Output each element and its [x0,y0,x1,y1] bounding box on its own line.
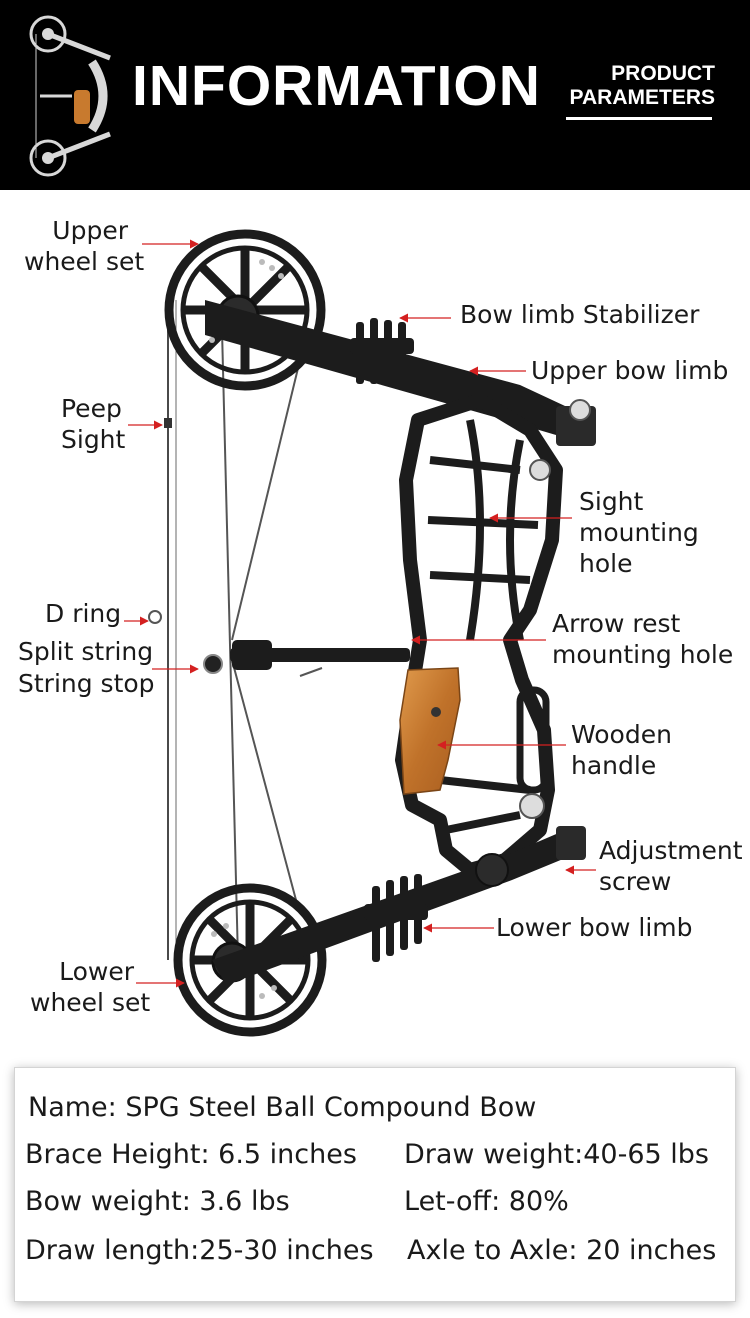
callout-text: Lower [59,957,134,986]
subtitle-underline [566,117,712,120]
spec-bow-weight: Bow weight: 3.6 lbs [25,1186,290,1217]
callout-text: Arrow rest [552,609,681,638]
callout-text: hole [579,549,633,578]
callout-text: wheel set [30,988,151,1017]
spec-draw-weight: Draw weight:40-65 lbs [404,1139,709,1170]
callout-text: Sight [61,425,126,454]
page-title: INFORMATION [132,54,541,118]
spec-draw-length: Draw length:25-30 inches [25,1235,374,1266]
spec-name: Name: SPG Steel Ball Compound Bow [28,1092,537,1123]
callout-text: mounting [579,518,699,547]
header-banner: INFORMATION PRODUCT PARAMETERS [0,0,750,190]
callout-arrow-rest-mounting-hole: Arrow rest mounting hole [552,608,733,670]
subtitle-line-2: PARAMETERS [569,86,715,109]
callout-text: Peep [61,394,122,423]
callout-text: wheel set [24,247,145,276]
callout-text: screw [599,867,672,896]
callout-text: Wooden [571,720,672,749]
compound-bow-illustration [124,229,596,1037]
callout-upper-wheel-set: Upper wheel set [24,215,145,277]
callout-peep-sight: Peep Sight [61,393,125,455]
callout-lower-wheel-set: Lower wheel set [30,956,151,1018]
callout-split-string: Split string [18,637,154,666]
callout-text: handle [571,751,657,780]
callout-text: mounting hole [552,640,734,669]
callout-text: Sight [579,487,644,516]
callout-bow-limb-stabilizer: Bow limb Stabilizer [460,300,700,329]
callout-sight-mounting-hole: Sight mounting hole [579,486,699,579]
callout-wooden-handle: Wooden handle [571,719,672,781]
spec-axle-to-axle: Axle to Axle: 20 inches [407,1235,717,1266]
callout-text: Adjustment [599,836,743,865]
callout-d-ring: D ring [45,599,122,628]
subtitle-line-1: PRODUCT [611,62,715,85]
callout-lower-bow-limb: Lower bow limb [496,913,693,942]
bow-thumbnail-icon [29,15,111,177]
callout-string-stop: String stop [18,669,155,698]
spec-brace-height: Brace Height: 6.5 inches [25,1139,357,1170]
spec-let-off: Let-off: 80% [404,1186,569,1217]
callout-adjustment-screw: Adjustment screw [599,835,743,897]
specs-panel: Name: SPG Steel Ball Compound Bow Brace … [14,1067,736,1302]
page-subtitle: PRODUCT PARAMETERS [560,62,715,110]
callout-upper-bow-limb: Upper bow limb [531,356,729,385]
callout-text: Upper [52,216,128,245]
